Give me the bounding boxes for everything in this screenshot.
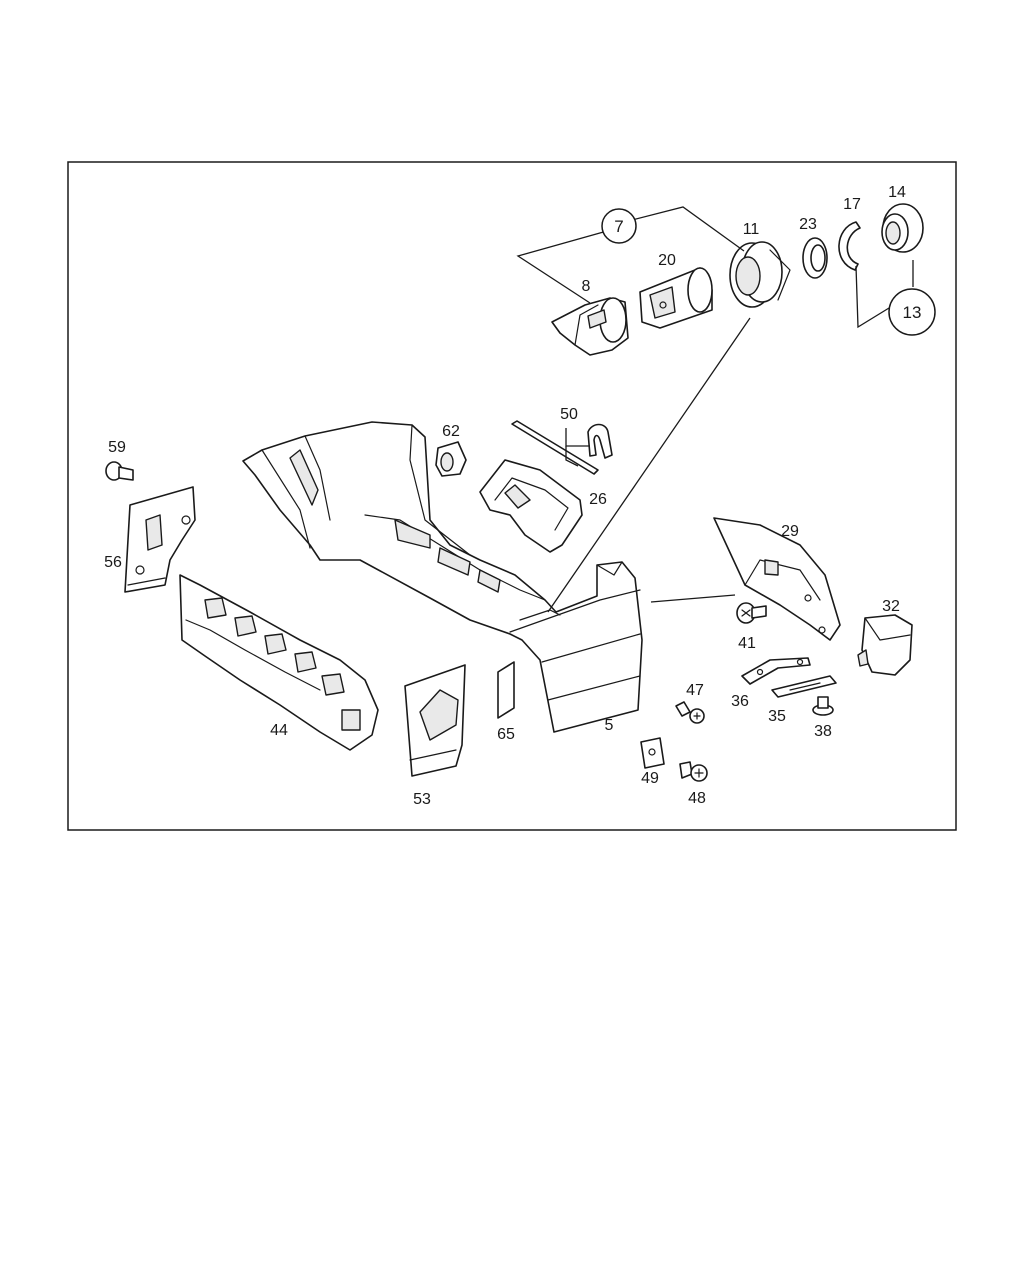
part-14-cover-cap — [881, 203, 924, 253]
part-53-energy-absorber — [404, 664, 466, 777]
callout-56: 56 — [104, 554, 122, 571]
part-5-bumper-cover — [242, 421, 643, 733]
callout-65: 65 — [497, 726, 515, 743]
part-8-socket-housing — [551, 297, 629, 356]
part-26-bracket-frame — [479, 459, 583, 553]
callout-41: 41 — [738, 635, 756, 652]
part-48-screw — [679, 761, 708, 782]
callout-59: 59 — [108, 439, 126, 456]
part-49-clip — [640, 737, 665, 769]
callout-47: 47 — [686, 682, 704, 699]
callout-50: 50 — [560, 406, 578, 423]
part-38-fastener — [812, 696, 834, 716]
callout-5: 5 — [605, 717, 614, 734]
callout-7: 7 — [614, 217, 623, 236]
part-62-grommet — [435, 441, 467, 477]
callout-8: 8 — [582, 278, 591, 295]
callout-circle-13 — [888, 288, 936, 336]
callout-38: 38 — [814, 723, 832, 740]
diagram-frame — [67, 161, 957, 831]
callout-53: 53 — [413, 791, 431, 808]
part-50-seal-strip — [511, 420, 613, 475]
part-47-screw — [675, 701, 705, 724]
callout-13: 13 — [903, 303, 922, 322]
callout-36: 36 — [731, 693, 749, 710]
part-23-seal-ring — [802, 237, 828, 279]
part-32-end-cap — [857, 614, 913, 676]
callout-23: 23 — [799, 216, 817, 233]
callout-26: 26 — [589, 491, 607, 508]
callout-48: 48 — [688, 790, 706, 807]
part-35-plate — [771, 675, 837, 698]
part-44-impact-absorber — [179, 574, 379, 751]
part-41-bolt — [736, 602, 767, 624]
part-20-sensor-module — [639, 267, 713, 329]
part-11-mounting-ring — [729, 241, 791, 308]
callout-49: 49 — [641, 770, 659, 787]
callout-44: 44 — [270, 722, 288, 739]
part-59-screw — [105, 461, 134, 481]
part-17-clip-ring — [838, 221, 861, 271]
leader-lines — [516, 206, 914, 613]
callout-32: 32 — [882, 598, 900, 615]
callout-29: 29 — [781, 523, 799, 540]
callout-labels: 7 13 8 20 11 23 17 14 50 62 26 29 32 41 … — [104, 184, 936, 808]
callout-17: 17 — [843, 196, 861, 213]
part-36-strap — [741, 657, 811, 685]
callout-circle-7 — [601, 208, 637, 244]
callout-20: 20 — [658, 252, 676, 269]
callout-35: 35 — [768, 708, 786, 725]
callout-11: 11 — [743, 221, 760, 238]
callout-62: 62 — [442, 423, 460, 440]
part-65-label — [497, 661, 515, 719]
part-56-side-bracket — [124, 486, 196, 593]
part-29-side-bracket — [713, 517, 841, 641]
callout-14: 14 — [888, 184, 906, 201]
